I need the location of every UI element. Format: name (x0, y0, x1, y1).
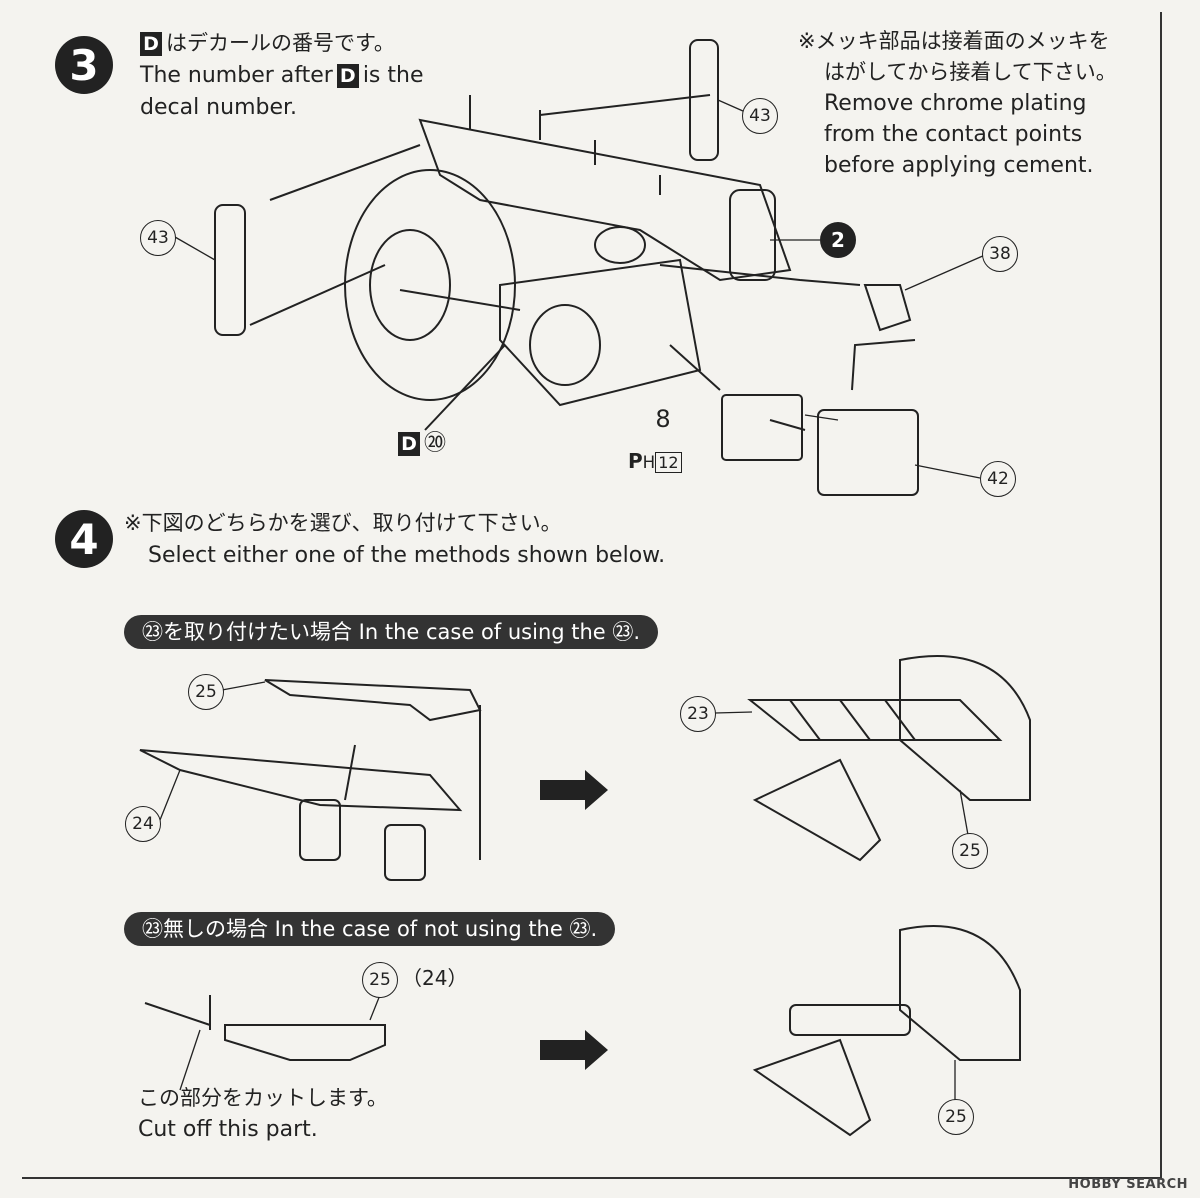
carrier-23 (747, 699, 1003, 741)
decal-note-en-2: is the (362, 63, 424, 88)
decal-d-icon-2: D (336, 64, 359, 88)
select-note-jp: ※下図のどちらかを選び、取り付けて下さい。 (124, 511, 562, 535)
shock-43-left (214, 204, 246, 336)
engine-block (499, 258, 702, 407)
part-24-top-label: 24 (125, 806, 161, 842)
rear-wheel (344, 169, 516, 401)
part-38-label: 38 (982, 236, 1018, 272)
part-43-left-label: 43 (140, 220, 176, 256)
chrome-note-jp-1: ※メッキ部品は接着面のメッキを (798, 29, 1110, 53)
decal-note-jp-text: はデカールの番号です。 (166, 31, 395, 55)
part-23-label: 23 (680, 696, 716, 732)
arrow-right-1 (540, 770, 608, 810)
cut-note-en: Cut off this part. (138, 1117, 318, 1142)
part-38-tap (863, 284, 912, 332)
step-4-badge: 4 (55, 510, 113, 568)
ph-sub: H (642, 453, 656, 472)
part-25-bracket (264, 679, 482, 722)
step-3-badge: 3 (55, 36, 113, 94)
case-not-using-23-banner: ㉓無しの場合 In the case of not using the ㉓. (124, 912, 616, 946)
part-25-bottom-label: 25 (362, 962, 398, 998)
decal-note-en-1: The number after (140, 63, 333, 88)
page-frame (22, 12, 1162, 1179)
chrome-note-en-1: Remove chrome plating (824, 91, 1087, 116)
decal-20-number: ⑳ (424, 431, 447, 456)
part-2-label: 2 (820, 222, 856, 258)
arrow-right-2 (540, 1030, 608, 1070)
part-42-label: 42 (980, 461, 1016, 497)
decal-d-icon: D (140, 32, 162, 56)
chrome-note-en-2: from the contact points (824, 122, 1083, 147)
ph-number: 12 (655, 452, 682, 473)
chrome-note-en-3: before applying cement. (824, 153, 1094, 178)
part-25-bracket-cut (224, 1024, 386, 1061)
decal-d-icon-3: D (398, 432, 420, 456)
part-25-assembled-label: 25 (952, 833, 988, 869)
case-using-23-banner: ㉓を取り付けたい場合 In the case of using the ㉓. (124, 615, 659, 649)
cut-note-jp: この部分をカットします。 (138, 1086, 388, 1110)
select-note-en: Select either one of the methods shown b… (148, 543, 666, 568)
part-42-block (817, 409, 919, 496)
part-25-bottom-assembled-label: 25 (938, 1099, 974, 1135)
decal-note-en-3: decal number. (140, 95, 298, 120)
shock-43-right (689, 39, 719, 161)
chrome-note-jp-2: はがしてから接着して下さい。 (824, 60, 1117, 84)
watermark-logo: HOBBY SEARCH (1068, 1177, 1188, 1192)
ph-letter: P (628, 449, 643, 473)
part-43-right-label: 43 (742, 98, 778, 134)
part-8-label: 8 (646, 402, 680, 436)
part-8-block (721, 394, 803, 461)
frame-tube (418, 118, 792, 282)
part-24-bottom-label: （24） (402, 966, 468, 990)
part-24-rail (139, 749, 463, 812)
part-25-top-label: 25 (188, 674, 224, 710)
